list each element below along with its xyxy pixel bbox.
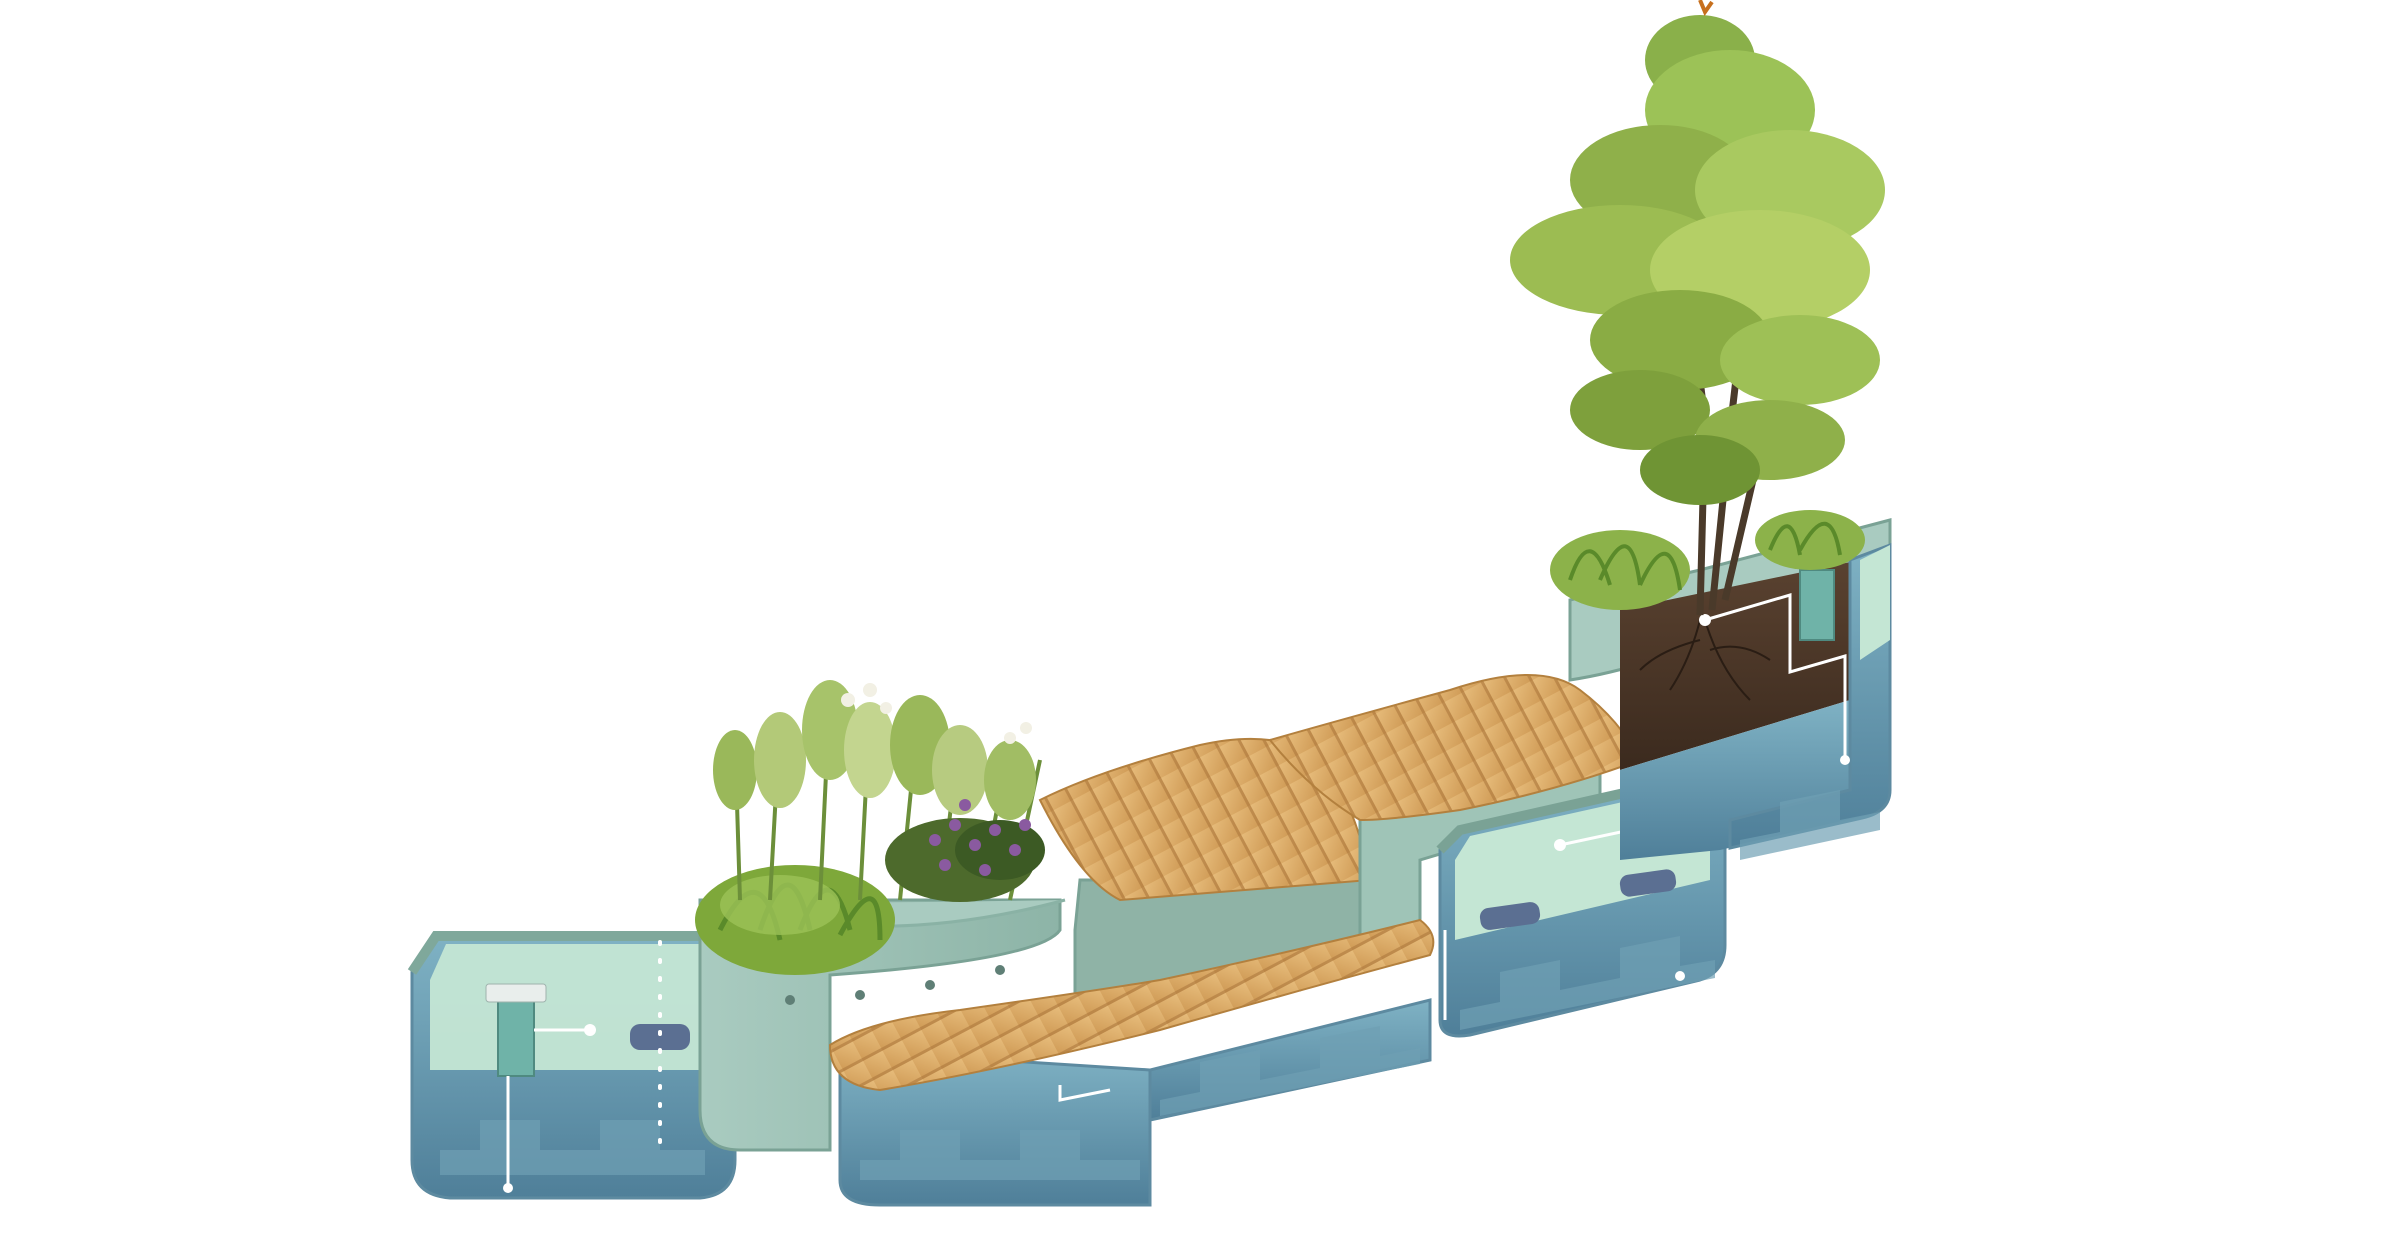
tree-planter-module bbox=[1550, 510, 1892, 860]
sensor-box-left bbox=[497, 995, 535, 1077]
seat-pad-right-2 bbox=[1619, 869, 1677, 897]
seat-pad-left bbox=[630, 1024, 690, 1050]
planter-module-perennials bbox=[695, 680, 1066, 1152]
leader-dot-tree-1 bbox=[1699, 614, 1711, 626]
flowering-perennials bbox=[713, 680, 1045, 902]
bench-top-low bbox=[828, 918, 1435, 1092]
sensor-box-right bbox=[1799, 569, 1835, 641]
bench-module-low bbox=[828, 918, 1435, 1207]
ornamental-grass bbox=[695, 865, 895, 975]
leader-dot-left-1 bbox=[584, 1024, 596, 1036]
seat-pad-right-1 bbox=[1479, 902, 1541, 930]
leader-line-bench-1 bbox=[1058, 1085, 1111, 1102]
reservoir-module-left bbox=[407, 922, 739, 1200]
tree bbox=[1510, 0, 1885, 616]
bench-top-middle bbox=[1038, 737, 1372, 902]
leader-line-tree-1 bbox=[1704, 592, 1847, 760]
leader-dot-right-1 bbox=[1554, 839, 1566, 851]
leader-line-bench-2 bbox=[1239, 1016, 1311, 1032]
